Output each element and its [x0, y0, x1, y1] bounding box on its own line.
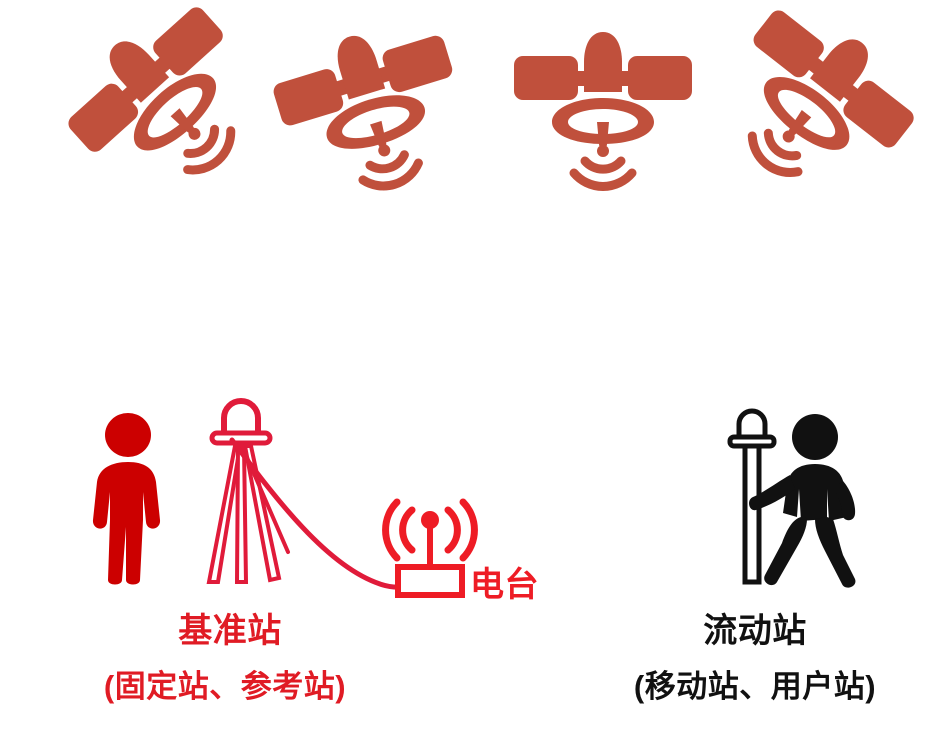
rover-station-title: 流动站	[703, 612, 807, 650]
satellite-1	[60, 7, 250, 183]
radio-transmitter-icon	[380, 494, 480, 598]
survey-pole-antenna-icon	[727, 406, 777, 585]
standing-person-icon	[78, 412, 178, 585]
rover-station-subtitle: (移动站、用户站)	[633, 669, 877, 704]
radio-label: 电台	[470, 566, 539, 604]
walking-person-icon	[749, 413, 869, 588]
satellite-2	[272, 12, 462, 191]
satellite-4	[730, 8, 920, 183]
base-station-subtitle: (固定站、参考站)	[103, 669, 347, 704]
base-station-title: 基准站	[178, 612, 282, 650]
satellite-3	[508, 10, 698, 191]
